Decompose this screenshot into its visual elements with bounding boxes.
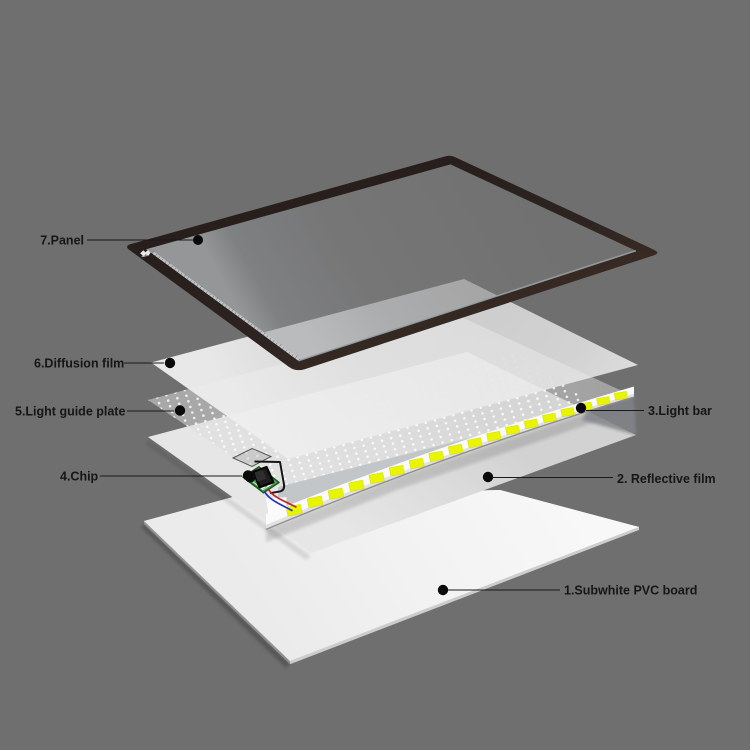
svg-text:1.Subwhite PVC board: 1.Subwhite PVC board — [564, 584, 697, 598]
svg-text:2. Reflective film: 2. Reflective film — [617, 472, 716, 486]
svg-text:5.Light guide plate: 5.Light guide plate — [15, 405, 125, 419]
svg-text:4.Chip: 4.Chip — [60, 470, 99, 484]
svg-text:7.Panel: 7.Panel — [40, 234, 84, 248]
svg-text:3.Light bar: 3.Light bar — [648, 404, 712, 418]
svg-text:6.Diffusion film: 6.Diffusion film — [34, 357, 124, 371]
